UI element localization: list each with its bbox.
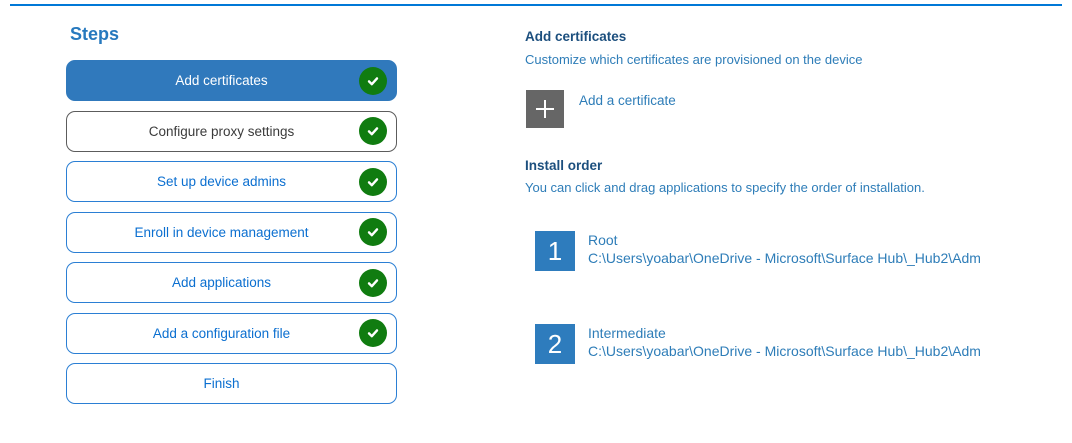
check-icon xyxy=(359,117,387,145)
top-accent-line xyxy=(10,4,1062,6)
certificate-name: Root xyxy=(588,232,618,248)
certificate-path: C:\Users\yoabar\OneDrive - Microsoft\Sur… xyxy=(588,343,981,359)
order-item-text: Root C:\Users\yoabar\OneDrive - Microsof… xyxy=(588,231,981,266)
step-enroll-in-device-management[interactable]: Enroll in device management xyxy=(66,211,397,253)
certificate-name: Intermediate xyxy=(588,325,666,341)
check-icon xyxy=(359,268,387,297)
step-finish[interactable]: Finish xyxy=(66,363,397,404)
certificate-path: C:\Users\yoabar\OneDrive - Microsoft\Sur… xyxy=(588,250,981,266)
step-add-a-configuration-file[interactable]: Add a configuration file xyxy=(66,312,397,354)
plus-icon xyxy=(526,90,564,128)
step-set-up-device-admins[interactable]: Set up device admins xyxy=(66,161,397,202)
step-label: Configure proxy settings xyxy=(148,123,295,139)
step-label: Add applications xyxy=(171,275,272,290)
step-add-certificates[interactable]: Add certificates xyxy=(66,60,397,101)
steps-list: Add certificates Configure proxy setting… xyxy=(66,60,397,404)
install-order-item-root[interactable]: 1 Root C:\Users\yoabar\OneDrive - Micros… xyxy=(535,231,981,271)
step-label: Add a configuration file xyxy=(152,325,291,341)
step-configure-proxy-settings[interactable]: Configure proxy settings xyxy=(66,110,397,152)
step-label: Set up device admins xyxy=(156,174,287,189)
order-number-badge: 1 xyxy=(535,231,575,271)
check-icon xyxy=(359,167,387,196)
check-icon xyxy=(359,66,387,95)
add-certificate-label: Add a certificate xyxy=(579,93,676,108)
check-icon xyxy=(359,218,387,246)
install-order-description: You can click and drag applications to s… xyxy=(525,180,925,195)
steps-title: Steps xyxy=(70,24,120,44)
install-order-item-intermediate[interactable]: 2 Intermediate C:\Users\yoabar\OneDrive … xyxy=(535,324,981,364)
step-label: Finish xyxy=(203,376,240,391)
page-title: Add certificates xyxy=(525,29,627,44)
page-subtitle: Customize which certificates are provisi… xyxy=(525,52,863,67)
install-order-title: Install order xyxy=(525,158,603,173)
order-item-text: Intermediate C:\Users\yoabar\OneDrive - … xyxy=(588,324,981,359)
step-label: Enroll in device management xyxy=(134,224,309,240)
add-certificate-button[interactable]: Add a certificate xyxy=(526,90,676,128)
step-add-applications[interactable]: Add applications xyxy=(66,262,397,303)
step-label: Add certificates xyxy=(175,73,268,88)
check-icon xyxy=(359,319,387,347)
order-number-badge: 2 xyxy=(535,324,575,364)
